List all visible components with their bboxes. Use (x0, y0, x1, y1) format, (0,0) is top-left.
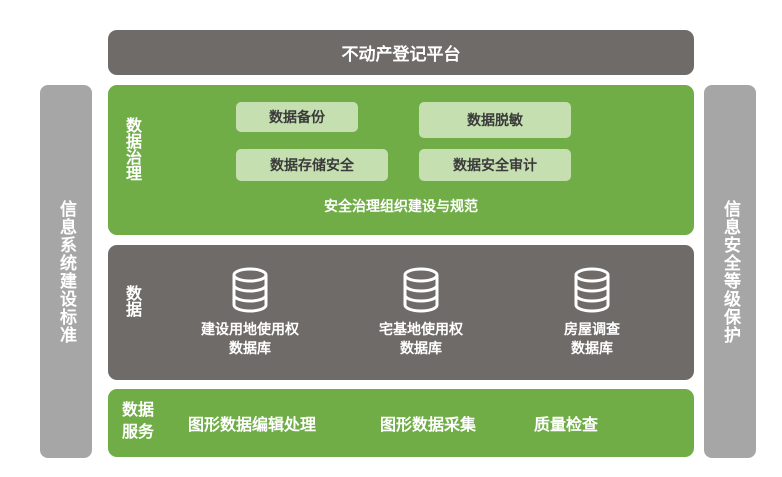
services-label: 数据服务 (122, 400, 155, 441)
right-side-protection: 信息安全等级保护 (704, 85, 756, 458)
governance-item-masking: 数据脱敏 (419, 102, 571, 138)
database-name-line1: 房屋调查 (564, 322, 620, 338)
left-side-standard: 信息系统建设标准 (40, 85, 92, 458)
service-graphic-collection: 图形数据采集 (380, 415, 477, 434)
governance-layer: 数据治理 数据备份 数据脱敏 数据存储安全 数据安全审计 安全治理组织建设与规范 (108, 85, 694, 235)
data-layer: 数据 建设用地使用权 数据库 宅基地使用权 数据库 (108, 245, 694, 380)
service-quality-check: 质量检查 (534, 415, 599, 434)
database-name-line2: 数据库 (400, 341, 442, 357)
governance-item-backup: 数据备份 (236, 102, 358, 132)
services-layer: 数据服务 图形数据编辑处理 图形数据采集 质量检查 (108, 389, 694, 457)
platform-title-bar: 不动产登记平台 (108, 30, 694, 75)
database-name-line2: 数据库 (571, 341, 613, 357)
left-side-label: 信息系统建设标准 (56, 199, 76, 344)
platform-title: 不动产登记平台 (341, 45, 461, 65)
database-house-survey: 房屋调查 数据库 (507, 267, 677, 359)
governance-footer: 安全治理组织建设与规范 (324, 199, 478, 215)
database-homestead: 宅基地使用权 数据库 (336, 267, 506, 359)
database-icon (403, 267, 439, 313)
database-icon (232, 267, 268, 313)
governance-label: 数据治理 (123, 117, 142, 181)
database-icon (574, 267, 610, 313)
database-name-line1: 建设用地使用权 (201, 322, 299, 338)
database-name-line2: 数据库 (229, 341, 271, 357)
governance-item-security-audit: 数据安全审计 (419, 149, 571, 181)
governance-item-storage-security: 数据存储安全 (236, 149, 388, 181)
data-label: 数据 (123, 285, 142, 317)
right-side-label: 信息安全等级保护 (720, 199, 740, 344)
database-name-line1: 宅基地使用权 (379, 322, 463, 338)
service-graphic-editing: 图形数据编辑处理 (188, 415, 317, 434)
database-construction-land: 建设用地使用权 数据库 (165, 267, 335, 359)
